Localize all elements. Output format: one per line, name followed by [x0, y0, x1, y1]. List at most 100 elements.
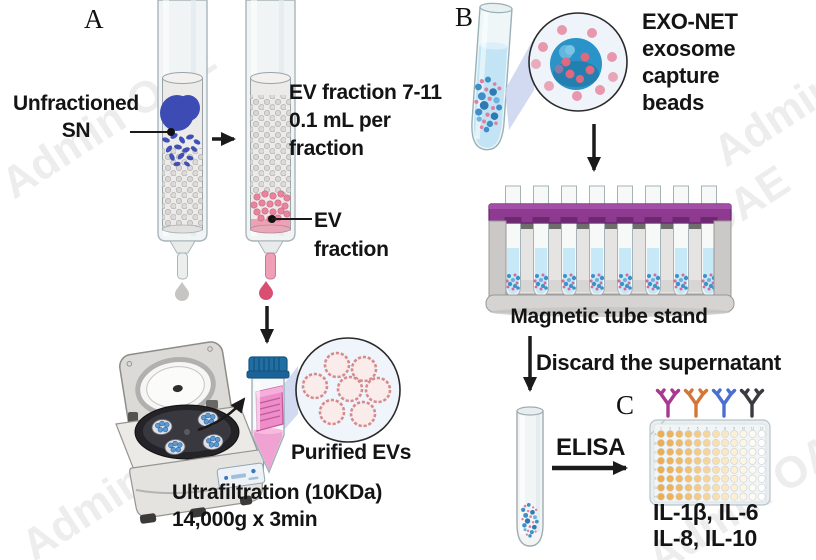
- plate-well: [748, 430, 757, 438]
- plate-well: [757, 430, 766, 438]
- plate-well: [702, 456, 711, 465]
- unfractioned-sn-label: Unfractioned SN: [13, 92, 139, 142]
- plate-well: [721, 430, 729, 438]
- plate-well: [748, 439, 757, 447]
- discard-supernatant-label: Discard the supernatant: [536, 350, 781, 375]
- plate-well: [684, 430, 693, 438]
- plate-col-label: 5: [697, 426, 699, 430]
- plate-well: [739, 465, 748, 474]
- magnetic-tube-stand: [485, 186, 735, 317]
- plate-well: [675, 465, 684, 474]
- plate-well: [684, 465, 693, 474]
- plate-well: [702, 430, 711, 438]
- plate-well: [712, 483, 720, 492]
- plate-well: [657, 430, 665, 438]
- antibody-icon: [739, 388, 765, 418]
- plate-col-label: 11: [751, 426, 755, 430]
- plate-well: [730, 447, 739, 456]
- plate-well: [666, 474, 675, 483]
- plate-well: [684, 474, 693, 483]
- plate-well: [712, 447, 720, 456]
- plate-well: [675, 483, 684, 492]
- plate-row-label: G: [654, 486, 657, 490]
- plate-well: [757, 456, 766, 465]
- plate-well: [721, 474, 729, 483]
- plate-well: [666, 483, 675, 492]
- plate-well: [712, 465, 720, 474]
- centrifuge: [115, 341, 266, 524]
- plate-well: [675, 474, 684, 483]
- column-right: [245, 0, 296, 280]
- antibody-icon: [711, 388, 737, 418]
- plate-row-label: C: [654, 450, 657, 454]
- ultrafiltration-label: Ultrafiltration (10KDa) 14,000g x 3min: [172, 481, 383, 531]
- plate-well: [666, 492, 675, 501]
- plate-well: [739, 492, 748, 501]
- plate-well: [666, 465, 675, 474]
- elisa-label: ELISA: [556, 434, 626, 461]
- panel-a-label: A: [84, 4, 104, 34]
- ev-droplet: [259, 281, 273, 300]
- plate-col-label: 6: [706, 426, 708, 430]
- plate-well: [693, 474, 702, 483]
- plate-col-label: 4: [688, 426, 690, 430]
- plate-well: [739, 439, 748, 447]
- plate-well: [748, 474, 757, 483]
- waste-droplet: [175, 282, 189, 301]
- plate-col-label: 7: [715, 426, 717, 430]
- plate-well: [712, 492, 720, 501]
- plate-well: [684, 439, 693, 447]
- plate-well: [693, 483, 702, 492]
- plate-well: [702, 474, 711, 483]
- plate-well: [666, 430, 675, 438]
- plate-well: [657, 447, 665, 456]
- panel-b-label: B: [455, 2, 474, 32]
- plate-well: [748, 465, 757, 474]
- plate-well: [693, 430, 702, 438]
- centrifuge-control-panel: [216, 462, 266, 490]
- arrow-centrifuge-to-tube: [197, 397, 246, 432]
- plate-col-label: 10: [742, 426, 746, 430]
- pointer-ev-fraction: [268, 215, 312, 223]
- ev-vesicles: [301, 351, 392, 428]
- plate-row-label: H: [654, 495, 657, 499]
- plate-well: [657, 465, 665, 474]
- plate-well: [693, 465, 702, 474]
- plate-well: [675, 439, 684, 447]
- plate-row-label: F: [655, 477, 657, 481]
- plate-well: [712, 430, 720, 438]
- plate-well: [702, 447, 711, 456]
- plate-well: [748, 483, 757, 492]
- plate-col-label: 12: [760, 426, 764, 430]
- antibody-icon: [655, 388, 681, 418]
- plate-well: [730, 430, 739, 438]
- plate-well: [739, 483, 748, 492]
- plate-well: [702, 439, 711, 447]
- magnifier-cone: [284, 366, 298, 430]
- plate-well: [721, 456, 729, 465]
- ev-fraction-label: EV fraction: [314, 209, 389, 261]
- pellet-tube: [516, 406, 544, 547]
- column-left: [157, 0, 208, 280]
- plate-well: [657, 492, 665, 501]
- plate-well: [721, 465, 729, 474]
- plate-well: [739, 430, 748, 438]
- plate-well: [693, 492, 702, 501]
- plate-well: [712, 439, 720, 447]
- plate-well: [721, 483, 729, 492]
- purified-evs-magnifier: [295, 337, 401, 443]
- antibody-icon: [683, 388, 709, 418]
- plate-well: [757, 483, 766, 492]
- plate-well: [757, 474, 766, 483]
- plate-well: [657, 439, 665, 447]
- pointer-unfractioned: [130, 128, 175, 136]
- magnifier-cone-b: [505, 38, 534, 130]
- cytokines-label: IL-1β, IL-6 IL-8, IL-10: [653, 499, 759, 551]
- plate-well: [739, 474, 748, 483]
- free-exosomes: [531, 25, 618, 101]
- plate-well: [730, 483, 739, 492]
- plate-well: [702, 483, 711, 492]
